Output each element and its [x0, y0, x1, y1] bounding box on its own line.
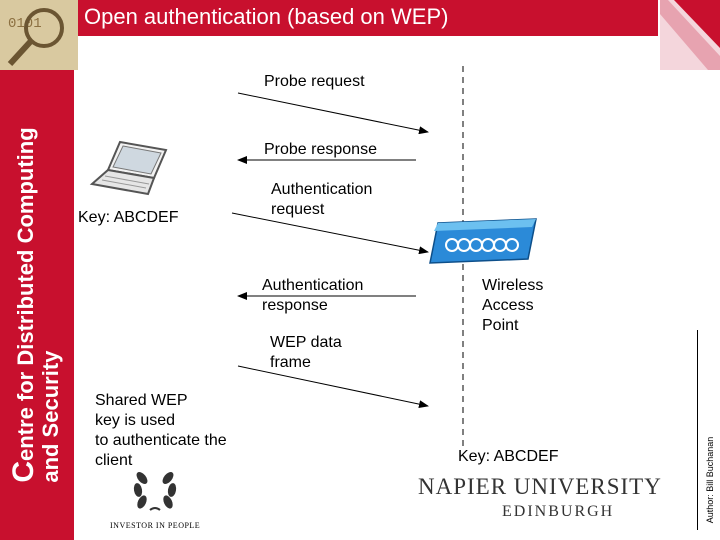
access-point-icon [429, 218, 537, 264]
title-bar [0, 0, 658, 36]
slide-title: Open authentication (based on WEP) [84, 4, 449, 29]
laurel-wreath-icon [133, 472, 177, 511]
arrow-auth-request [231, 212, 429, 255]
napier-edinburgh-text: EDINBURGH [502, 503, 615, 520]
corner-logo [660, 0, 720, 70]
header-thumbnail: 0101 [0, 0, 78, 70]
arrow-wep-data-frame [237, 365, 429, 409]
msg-label-probe-request: Probe request [264, 73, 365, 90]
investor-in-people-logo-text: INVESTOR IN PEOPLE [110, 521, 201, 530]
msg-label-probe-response: Probe response [264, 141, 377, 158]
napier-university-logo: NAPIER UNIVERSITY [418, 474, 662, 499]
ap-key-label: Key: ABCDEF [458, 448, 559, 465]
sidebar [0, 70, 74, 540]
author-divider [697, 330, 698, 530]
magnifier-icon [7, 8, 64, 67]
arrow-probe-request [237, 92, 429, 135]
laptop-icon [89, 140, 168, 196]
client-key-label: Key: ABCDEF [78, 209, 179, 226]
